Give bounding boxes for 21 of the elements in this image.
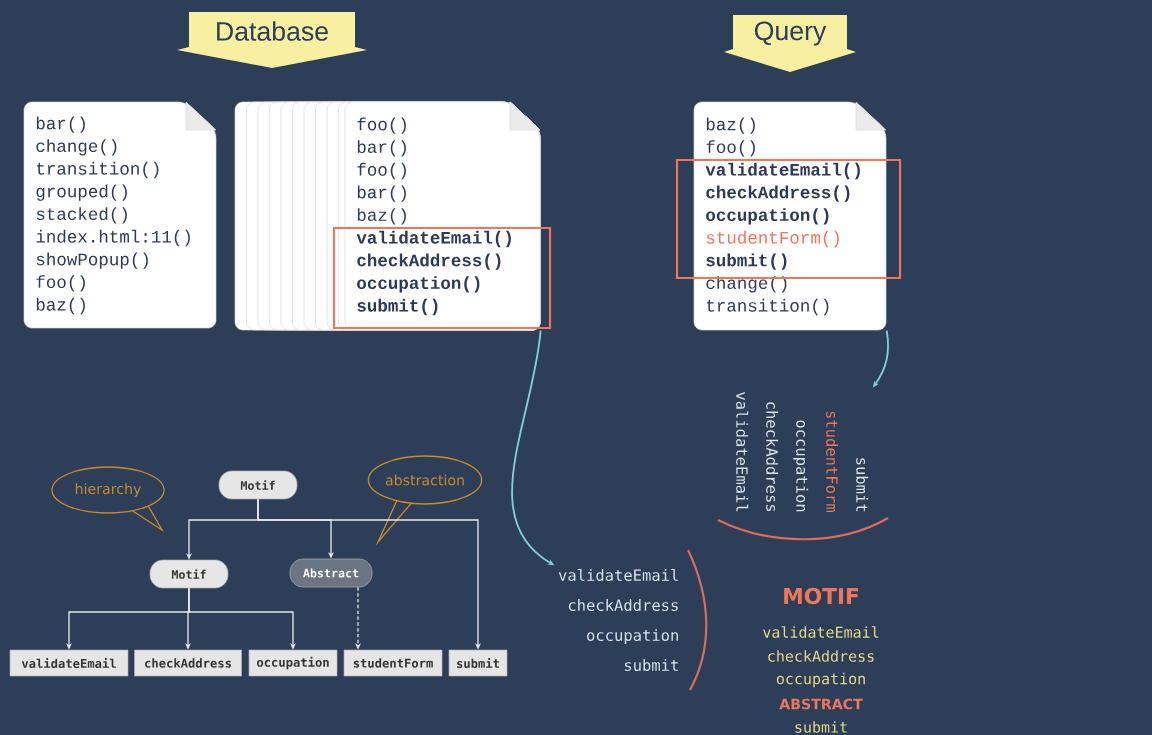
list-item: occupation — [776, 672, 865, 688]
function-list: validateEmail checkAddress occupation submit — [558, 568, 678, 672]
heading: MOTIF — [784, 587, 858, 605]
speech-bubble: abstraction — [367, 455, 483, 546]
list-item: validateEmail — [763, 626, 879, 638]
class-pill: Motif — [149, 559, 229, 589]
method-box: occupation — [248, 649, 338, 677]
list-item: ABSTRACT — [779, 698, 863, 710]
abstract-pill: Abstract — [289, 558, 373, 588]
rotated-list: submit studentForm occupation checkAddress validateEmail — [736, 392, 869, 512]
document-stack: foo() bar() foo() bar() baz() validateEmail() checkAddress() occupation() submit() — [234, 101, 541, 331]
method-box: submit — [448, 649, 508, 677]
method-box: checkAddress — [134, 649, 242, 677]
method-box: studentForm — [343, 649, 443, 677]
list-item: checkAddress — [768, 650, 874, 662]
speech-bubble: hierarchy — [51, 466, 165, 533]
document-page: baz() foo() validateEmail() checkAddress() occupation() studentForm() submit() change() transition() — [693, 101, 887, 331]
list-item: submit — [795, 721, 847, 733]
class-pill: Motif — [218, 470, 298, 500]
document-page: bar() change() transition() grouped() stacked() index.html:11() showPopup() foo() baz() — [23, 101, 217, 329]
method-box: validateEmail — [9, 649, 129, 677]
